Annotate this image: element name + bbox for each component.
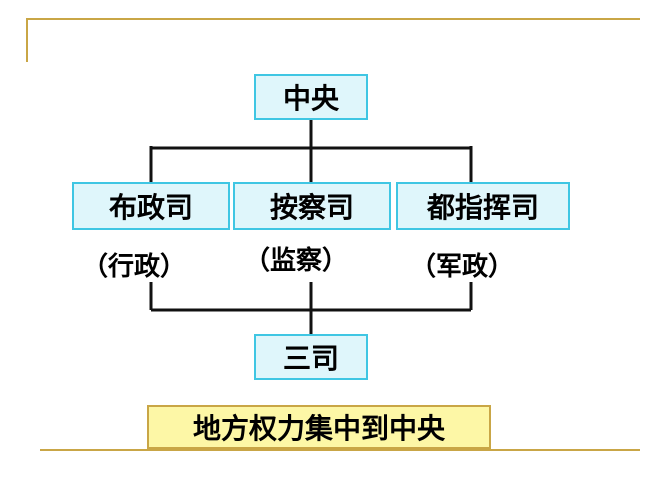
node-sansi-label: 三司 bbox=[282, 342, 339, 375]
deco-bottom-line bbox=[40, 449, 640, 451]
role-label-administration: （行政） bbox=[82, 252, 187, 282]
role-label-military: （军政） bbox=[410, 252, 515, 282]
node-central: 中央 bbox=[254, 74, 368, 120]
summary-box: 地方权力集中到中央 bbox=[147, 405, 491, 449]
deco-vertical-line bbox=[26, 18, 28, 62]
deco-top-line bbox=[26, 18, 640, 20]
node-duzhihuisi-label: 都指挥司 bbox=[426, 191, 539, 224]
summary-text: 地方权力集中到中央 bbox=[192, 412, 445, 445]
node-anchasi-label: 按察司 bbox=[269, 191, 354, 224]
node-buzhengsi: 布政司 bbox=[72, 182, 230, 230]
role-label-supervision: （监察） bbox=[244, 246, 349, 276]
node-anchasi: 按察司 bbox=[233, 182, 391, 230]
node-sansi: 三司 bbox=[254, 334, 368, 380]
node-central-label: 中央 bbox=[282, 82, 339, 115]
node-duzhihuisi: 都指挥司 bbox=[396, 182, 570, 230]
node-buzhengsi-label: 布政司 bbox=[108, 191, 193, 224]
